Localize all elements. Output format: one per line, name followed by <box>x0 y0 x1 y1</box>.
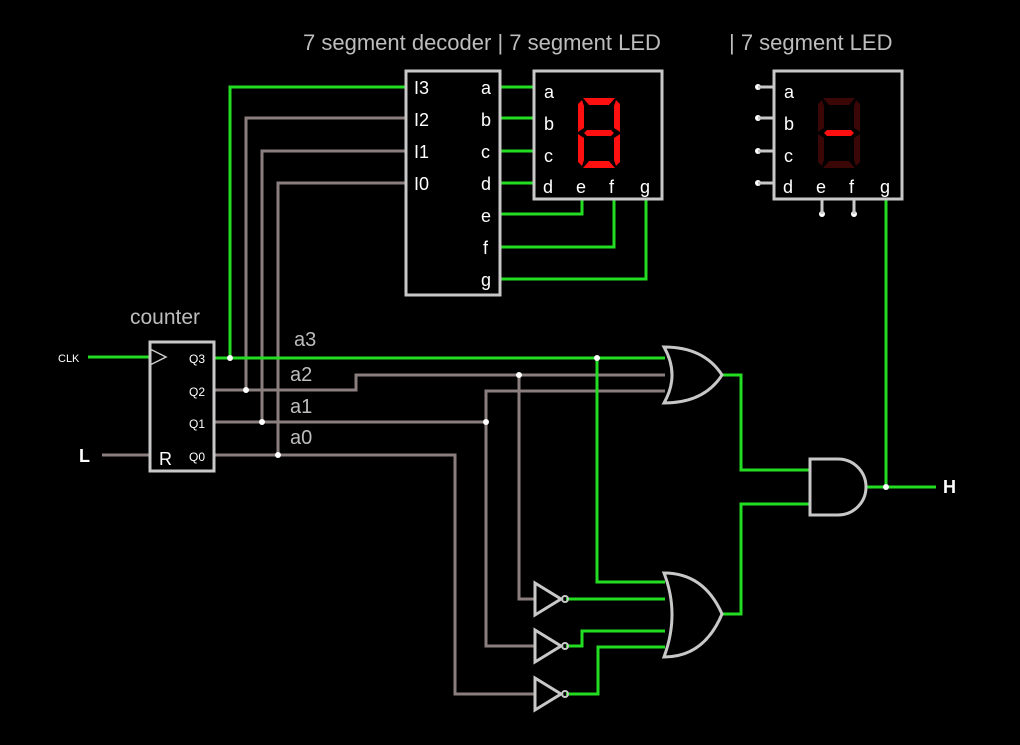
or-gate-2[interactable] <box>661 571 724 659</box>
led2-seg-e <box>818 134 824 166</box>
led1-pin-d: d <box>543 177 553 197</box>
led2-seg-f <box>818 100 824 132</box>
decoder-input-i1: I1 <box>414 142 429 162</box>
counter-reset-label: R <box>159 449 172 469</box>
inactive-wires <box>102 116 665 696</box>
counter-pin-q3: Q3 <box>189 352 205 366</box>
led1-pin-g: g <box>640 177 650 197</box>
led2-pin-a: a <box>784 82 795 102</box>
wire-i2 <box>244 116 406 390</box>
led1-body[interactable] <box>532 69 664 201</box>
wire-i1 <box>260 149 406 422</box>
led1-pin-e: e <box>576 177 586 197</box>
wire-q0 <box>214 453 535 696</box>
signal-a2: a2 <box>290 364 312 386</box>
led2-seg-a <box>823 98 855 105</box>
seven-segment-decoder[interactable]: I3 I2 I1 I0 a b c d e f g <box>404 69 502 297</box>
counter-title: counter <box>130 306 200 329</box>
led1-digit <box>578 98 620 168</box>
led2-pin-stubs <box>758 85 856 214</box>
counter[interactable]: counter Q3 Q2 Q1 Q0 R <box>130 306 216 473</box>
led1-seg-c <box>614 134 620 166</box>
led1-pin-c: c <box>544 146 553 166</box>
counter-body[interactable] <box>148 340 216 473</box>
seven-segment-led-1[interactable]: a b c d e f g <box>532 69 664 201</box>
or-gate-1[interactable] <box>661 345 724 405</box>
led1-pin-f: f <box>609 177 615 197</box>
led2-seg-c <box>854 134 860 166</box>
led1-seg-d <box>583 161 615 168</box>
wire-not2-or2 <box>566 629 665 648</box>
wire-i0 <box>276 181 406 455</box>
and-gate[interactable] <box>808 457 868 517</box>
l-input-label[interactable]: L <box>79 446 90 466</box>
wire-seg-g <box>500 199 648 281</box>
wire-q1 <box>214 389 665 424</box>
led1-seg-f <box>578 100 584 132</box>
signal-a1: a1 <box>290 396 312 418</box>
decoder-output-a: a <box>481 78 492 98</box>
decoder-output-b: b <box>481 110 491 130</box>
led2-title: | 7 segment LED <box>729 30 892 55</box>
led1-pin-a: a <box>544 82 555 102</box>
wire-a3-or2 <box>595 358 665 584</box>
decoder-output-f: f <box>483 238 489 258</box>
clock-triangle-icon <box>149 348 168 366</box>
led2-body[interactable] <box>772 69 904 201</box>
led1-pin-b: b <box>544 114 554 134</box>
decoder-output-g: g <box>481 270 491 290</box>
led2-seg-d <box>823 161 855 168</box>
not-gate-2[interactable] <box>533 627 569 665</box>
decoder-led-title: 7 segment decoder | 7 segment LED <box>303 30 661 55</box>
led2-digit <box>818 98 860 168</box>
led2-pin-g: g <box>880 177 890 197</box>
signal-a3: a3 <box>294 329 316 351</box>
led2-pin-d: d <box>783 177 793 197</box>
decoder-input-i0: I0 <box>414 174 429 194</box>
wire-a1-not2 <box>484 422 535 648</box>
decoder-body[interactable] <box>404 69 502 297</box>
active-wires <box>88 85 936 696</box>
wire-seg-f <box>500 199 616 249</box>
counter-pin-q1: Q1 <box>189 417 205 431</box>
led1-seg-g <box>584 130 614 136</box>
signal-a0: a0 <box>290 427 312 449</box>
not-gate-1[interactable] <box>533 580 569 618</box>
counter-pin-q0: Q0 <box>189 450 205 464</box>
led2-seg-b <box>854 100 860 132</box>
not-gate-3[interactable] <box>533 675 569 713</box>
wire-not3-or2 <box>566 645 665 696</box>
decoder-output-d: d <box>481 174 491 194</box>
wire-or2-and <box>722 502 810 616</box>
led1-seg-e <box>578 134 584 166</box>
wire-i3 <box>228 85 406 358</box>
h-output-label[interactable]: H <box>943 477 956 497</box>
seven-segment-led-2[interactable]: a b c d e f g <box>772 69 904 201</box>
clk-input-label[interactable]: CLK <box>58 353 80 365</box>
wire-a2-not1 <box>517 375 535 601</box>
counter-pin-q2: Q2 <box>189 385 205 399</box>
led1-seg-a <box>583 98 615 105</box>
led2-pin-c: c <box>784 146 793 166</box>
led2-pin-b: b <box>784 114 794 134</box>
decoder-input-i2: I2 <box>414 110 429 130</box>
led2-pin-f: f <box>849 177 855 197</box>
wire-or1-and <box>722 373 810 472</box>
decoder-output-c: c <box>481 142 490 162</box>
led2-seg-g <box>824 130 854 136</box>
decoder-input-i3: I3 <box>414 78 429 98</box>
wire-q2 <box>214 373 665 392</box>
junction-dots <box>227 84 889 490</box>
led2-pin-e: e <box>816 177 826 197</box>
wire-seg-e <box>500 199 584 216</box>
led1-seg-b <box>614 100 620 132</box>
decoder-output-e: e <box>481 206 491 226</box>
